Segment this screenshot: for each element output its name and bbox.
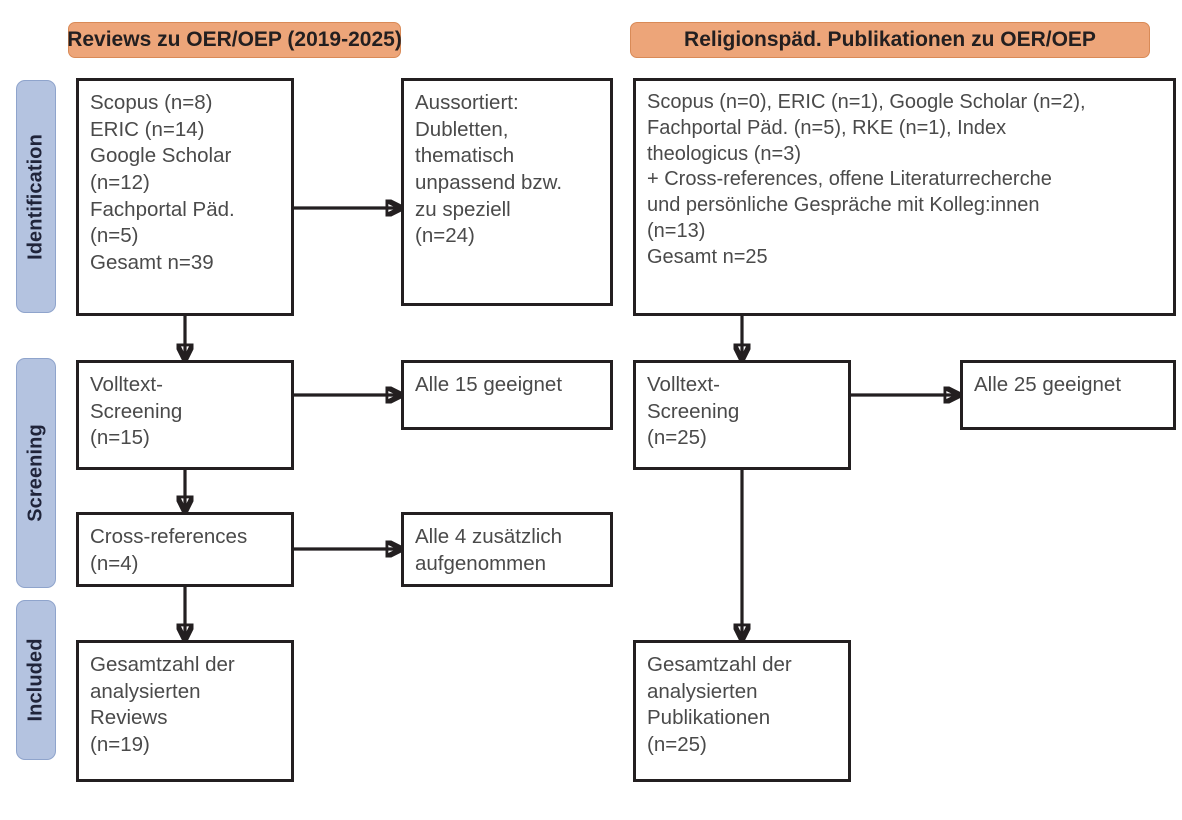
box-right-identification-sources: Scopus (n=0), ERIC (n=1), Google Scholar…	[633, 78, 1176, 316]
box-right-fulltext-screening: Volltext- Screening (n=25)	[633, 360, 851, 470]
box-left-identification-sources: Scopus (n=8) ERIC (n=14) Google Scholar …	[76, 78, 294, 316]
box-left-crossreferences-result: Alle 4 zusätzlich aufgenommen	[401, 512, 613, 587]
box-right-screening-result: Alle 25 geeignet	[960, 360, 1176, 430]
box-left-fulltext-screening: Volltext- Screening (n=15)	[76, 360, 294, 470]
column-header-religionspaed: Religionspäd. Publikationen zu OER/OEP	[630, 22, 1150, 58]
phase-rail-identification: Identification	[16, 80, 56, 313]
column-header-religionspaed-label: Religionspäd. Publikationen zu OER/OEP	[684, 28, 1096, 51]
box-left-screening-result: Alle 15 geeignet	[401, 360, 613, 430]
box-left-excluded: Aussortiert: Dubletten, thematisch unpas…	[401, 78, 613, 306]
phase-rail-screening-label: Screening	[24, 424, 47, 522]
phase-rail-screening: Screening	[16, 358, 56, 588]
phase-rail-included: Included	[16, 600, 56, 760]
box-left-included-total: Gesamtzahl der analysierten Reviews (n=1…	[76, 640, 294, 782]
column-header-reviews-label: Reviews zu OER/OEP (2019-2025)	[67, 28, 402, 51]
phase-rail-included-label: Included	[24, 638, 47, 722]
phase-rail-identification-label: Identification	[24, 133, 47, 260]
box-right-included-total: Gesamtzahl der analysierten Publikatione…	[633, 640, 851, 782]
box-left-crossreferences: Cross-references (n=4)	[76, 512, 294, 587]
column-header-reviews: Reviews zu OER/OEP (2019-2025)	[67, 22, 402, 58]
